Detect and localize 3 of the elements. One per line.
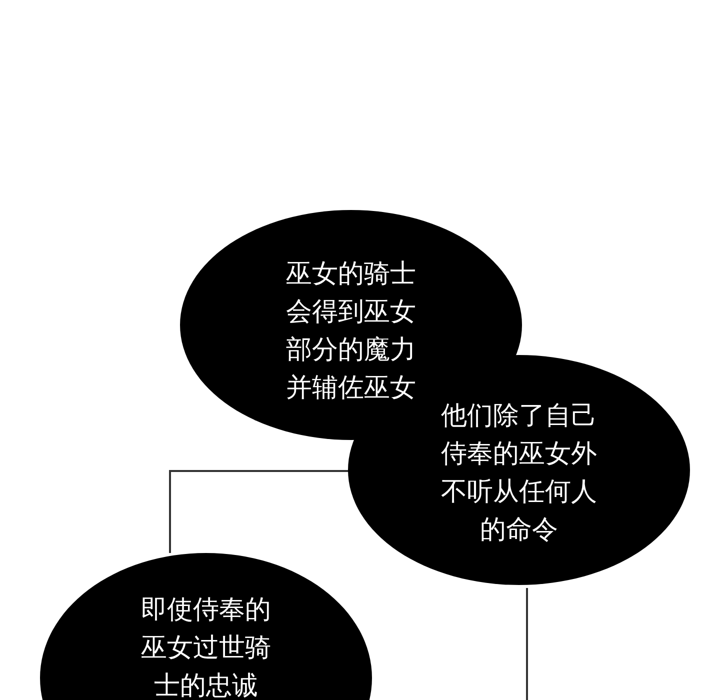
speech-text: 他们除了自己侍奉的巫女外不听从任何人的命令 <box>440 400 598 547</box>
speech-text: 即使侍奉的巫女过世骑士的忠诚 <box>140 594 272 700</box>
speech-text: 巫女的骑士会得到巫女部分的魔力并辅佐巫女 <box>285 258 417 405</box>
